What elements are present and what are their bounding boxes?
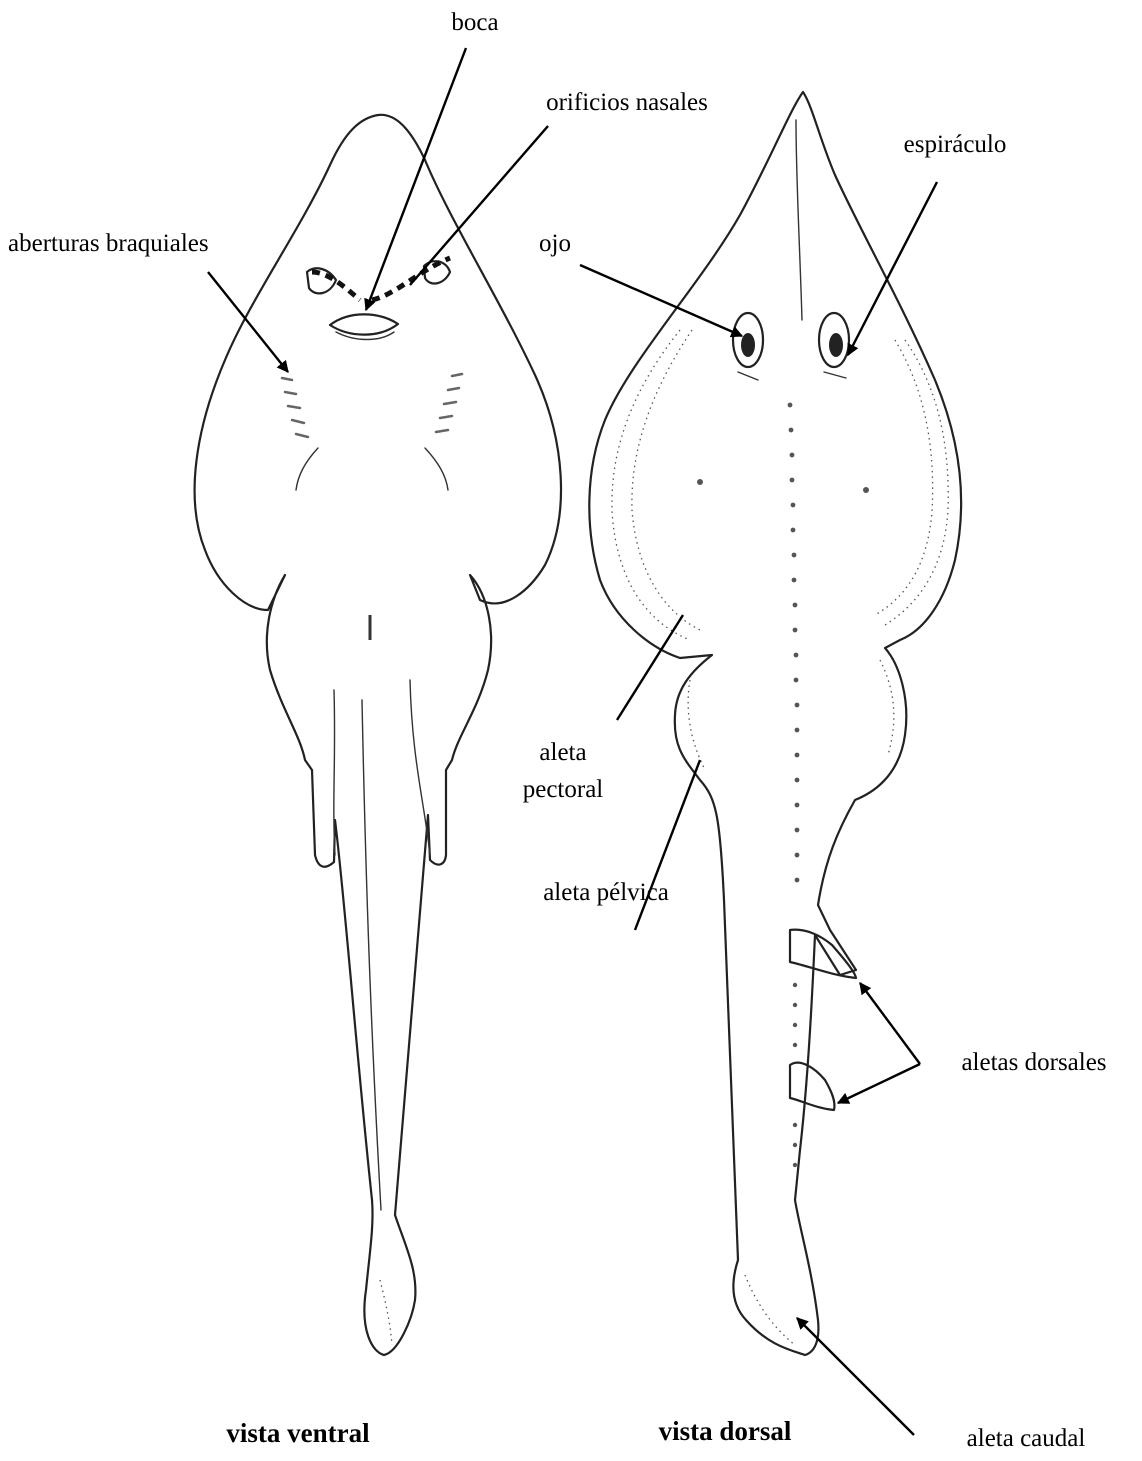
dorsal-body-outline: [589, 92, 961, 1355]
dorsal-midline-dots: [788, 403, 800, 1168]
label-orificios-nasales: orificios nasales: [546, 89, 708, 116]
label-aleta-pectoral-line2: pectoral: [523, 776, 604, 803]
ventral-mouth: [330, 314, 398, 334]
label-aleta-caudal: aleta caudal: [967, 1425, 1086, 1452]
labels: boca orificios nasales aberturas braquia…: [8, 9, 1107, 1452]
dorsal-view-drawing: [589, 92, 961, 1355]
label-aleta-pectoral-line1: aleta: [539, 739, 586, 766]
dorsal-eyes: [733, 313, 849, 380]
caption-vista-dorsal: vista dorsal: [659, 1416, 792, 1446]
ventral-view-drawing: [195, 115, 561, 1355]
label-aberturas-braquiales: aberturas braquiales: [8, 230, 209, 257]
caption-vista-ventral: vista ventral: [226, 1418, 370, 1448]
label-aleta-pelvica: aleta pélvica: [543, 879, 669, 906]
label-boca: boca: [451, 9, 498, 36]
label-espiraculo: espiráculo: [904, 131, 1007, 158]
label-ojo: ojo: [539, 230, 571, 257]
label-aletas-dorsales: aletas dorsales: [961, 1049, 1106, 1076]
